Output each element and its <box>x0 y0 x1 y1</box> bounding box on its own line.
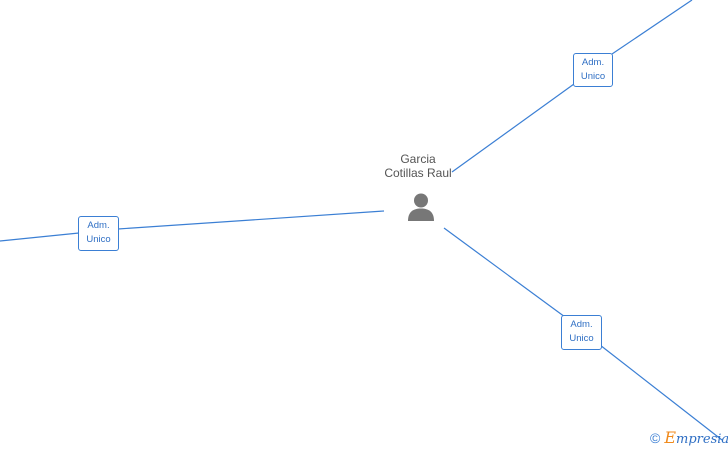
person-name-line2: Cotillas Raul <box>384 166 452 180</box>
role-label-line2: Unico <box>580 71 606 82</box>
edge-bottom-right-outer <box>599 344 723 441</box>
role-label-line2: Unico <box>86 234 111 245</box>
person-icon[interactable] <box>405 192 437 222</box>
edge-left-outer <box>0 232 80 242</box>
edge-bottom-right <box>443 227 566 318</box>
role-box-top-right[interactable]: Adm. Unico <box>573 53 613 87</box>
role-label-line1: Adm. <box>87 220 110 231</box>
edge-left <box>117 210 385 230</box>
person-name[interactable]: Garcia Cotillas Raul <box>368 152 468 180</box>
role-label-line1: Adm. <box>570 319 593 330</box>
role-box-left[interactable]: Adm. Unico <box>78 216 119 251</box>
brand-initial: E <box>664 428 677 447</box>
role-box-bottom-right[interactable]: Adm. Unico <box>561 315 602 350</box>
person-name-line1: Garcia <box>400 152 436 166</box>
edge-top-right-outer <box>611 0 693 55</box>
role-label-line2: Unico <box>569 333 594 344</box>
brand-watermark: ©Empresia <box>650 428 728 448</box>
copyright-icon: © <box>650 430 661 446</box>
edge-top-right <box>451 83 575 173</box>
brand-name: mpresia <box>676 432 728 447</box>
role-label-line1: Adm. <box>581 57 605 68</box>
